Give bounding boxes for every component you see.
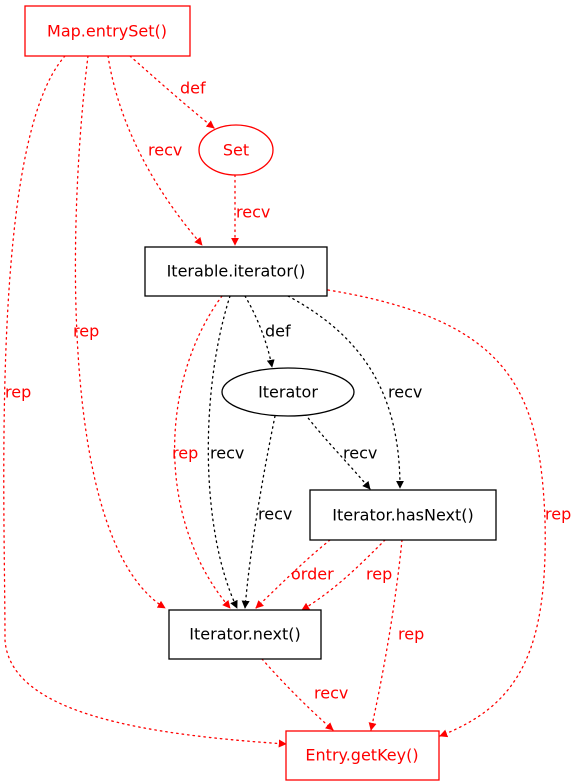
node-entry-getkey: Entry.getKey() (285, 730, 440, 781)
edge-map-to-set (129, 55, 215, 129)
edge-label-hasnext-to-getkey: rep (398, 625, 424, 644)
edge-iterable-to-iterator (244, 295, 275, 368)
edge-hasnext-to-next-rep (301, 539, 386, 611)
node-iterator-next: Iterator.next() (168, 609, 322, 660)
edges: def recv rep rep recv def recv rep recv … (3, 55, 571, 748)
node-map-entryset: Map.entrySet() (24, 5, 191, 57)
node-iterable-iterator-label: Iterable.iterator() (167, 262, 306, 281)
node-iterable-iterator: Iterable.iterator() (144, 246, 328, 297)
edge-label-iterator-to-hasnext: recv (343, 444, 377, 463)
edge-hasnext-to-next-order (255, 539, 331, 609)
edge-label-iterable-to-getkey: rep (545, 505, 571, 524)
node-iterator-hasnext: Iterator.hasNext() (309, 489, 497, 541)
edge-label-map-to-getkey: rep (5, 383, 31, 402)
edge-label-hasnext-to-next-order: order (291, 565, 334, 584)
node-iterator-hasnext-label: Iterator.hasNext() (332, 506, 474, 525)
edge-label-map-to-next: rep (73, 322, 99, 341)
edge-label-hasnext-to-next-rep: rep (366, 565, 392, 584)
edge-label-iterable-to-next-rep: rep (172, 444, 198, 463)
edge-iterator-to-hasnext (304, 413, 371, 490)
edge-label-iterable-to-hasnext: recv (388, 383, 422, 402)
edge-map-to-getkey (3, 55, 287, 748)
edge-iterable-to-next-recv (207, 295, 238, 609)
nodes: Map.entrySet() Set Iterable.iterator() I… (24, 5, 497, 781)
edge-label-map-to-iterable: recv (148, 141, 182, 160)
edge-iterator-to-next (241, 415, 276, 609)
edge-label-iterator-to-next: recv (258, 505, 292, 524)
edge-map-to-iterable (107, 55, 203, 246)
edge-label-map-to-set: def (180, 79, 206, 98)
node-entry-getkey-label: Entry.getKey() (305, 746, 418, 765)
edge-map-to-next (74, 55, 166, 609)
edge-label-next-to-getkey: recv (314, 684, 348, 703)
node-map-entryset-label: Map.entrySet() (47, 22, 167, 41)
edge-next-to-getkey (261, 658, 334, 731)
edge-label-set-to-iterable: recv (236, 203, 270, 222)
node-iterator: Iterator (221, 367, 355, 417)
edge-iterable-to-getkey (327, 289, 546, 738)
node-set-label: Set (223, 141, 249, 160)
edge-label-iterable-to-next-recv: recv (210, 444, 244, 463)
node-iterator-next-label: Iterator.next() (189, 625, 300, 644)
node-set: Set (198, 124, 274, 176)
node-iterator-label: Iterator (258, 383, 318, 402)
edge-label-iterable-to-iterator: def (265, 322, 291, 341)
